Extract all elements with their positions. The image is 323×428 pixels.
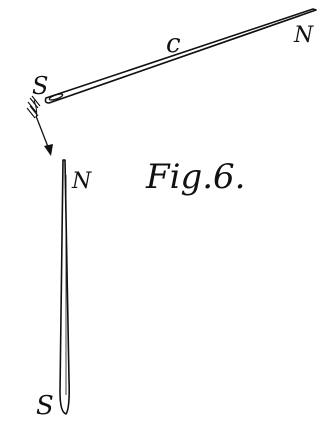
lower-needle-north-label: N	[71, 169, 92, 194]
upper-needle	[44, 8, 317, 104]
upper-needle-shade	[69, 15, 301, 97]
figure-caption: Fig.6.	[145, 157, 245, 197]
upper-needle-eye	[48, 93, 64, 101]
upper-needle-north-label: N	[293, 23, 314, 48]
lower-needle	[59, 159, 70, 415]
lower-needle-south-label: S	[36, 391, 54, 421]
upper-needle-body	[44, 8, 317, 104]
upper-needle-south-label: S	[32, 72, 48, 100]
lower-needle-body	[59, 159, 70, 415]
upper-needle-middle-label: c	[166, 29, 181, 59]
direction-arrow	[35, 115, 53, 156]
